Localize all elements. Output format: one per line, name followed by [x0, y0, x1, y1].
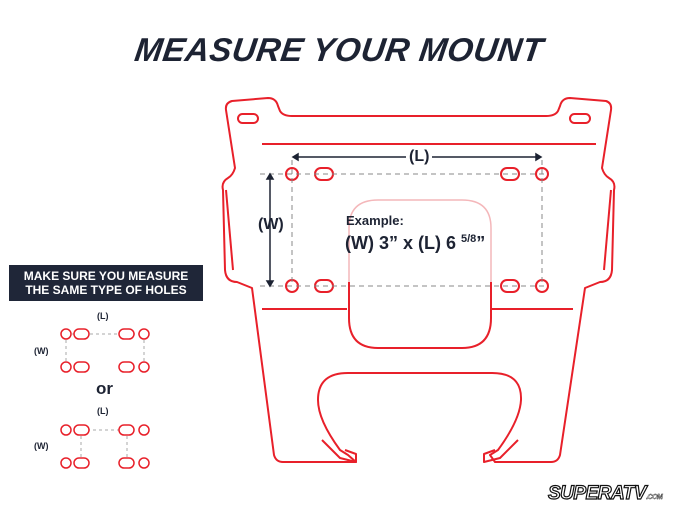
width-label: (W) — [258, 216, 284, 233]
measure-same-holes-banner: MAKE SURE YOU MEASURE THE SAME TYPE OF H… — [9, 265, 203, 301]
example1-length-label: (L) — [97, 311, 109, 321]
hole-example-slot — [60, 424, 150, 469]
or-separator: or — [96, 379, 113, 398]
banner-line-2: THE SAME TYPE OF HOLES — [25, 283, 187, 297]
length-label: (L) — [406, 148, 433, 166]
plate-outline — [221, 97, 616, 463]
logo-suffix: .COM — [646, 494, 663, 501]
example-suffix: ” — [476, 233, 486, 253]
example2-width-label: (W) — [34, 441, 49, 451]
example-fraction: 5/8 — [461, 233, 477, 245]
example-value: (W) 3” x (L) 6 5/8” — [345, 233, 485, 254]
example-heading: Example: — [346, 213, 404, 228]
example2-length-label: (L) — [97, 406, 109, 416]
mounting-holes — [285, 167, 549, 293]
hole-example-round — [60, 328, 150, 373]
logo-text: SUPERATV — [547, 482, 647, 504]
banner-line-1: MAKE SURE YOU MEASURE — [23, 269, 189, 283]
superatv-logo: SUPERATV.COM — [547, 482, 663, 505]
example1-width-label: (W) — [34, 346, 49, 356]
example-value-text: (W) 3” x (L) 6 — [345, 233, 461, 253]
